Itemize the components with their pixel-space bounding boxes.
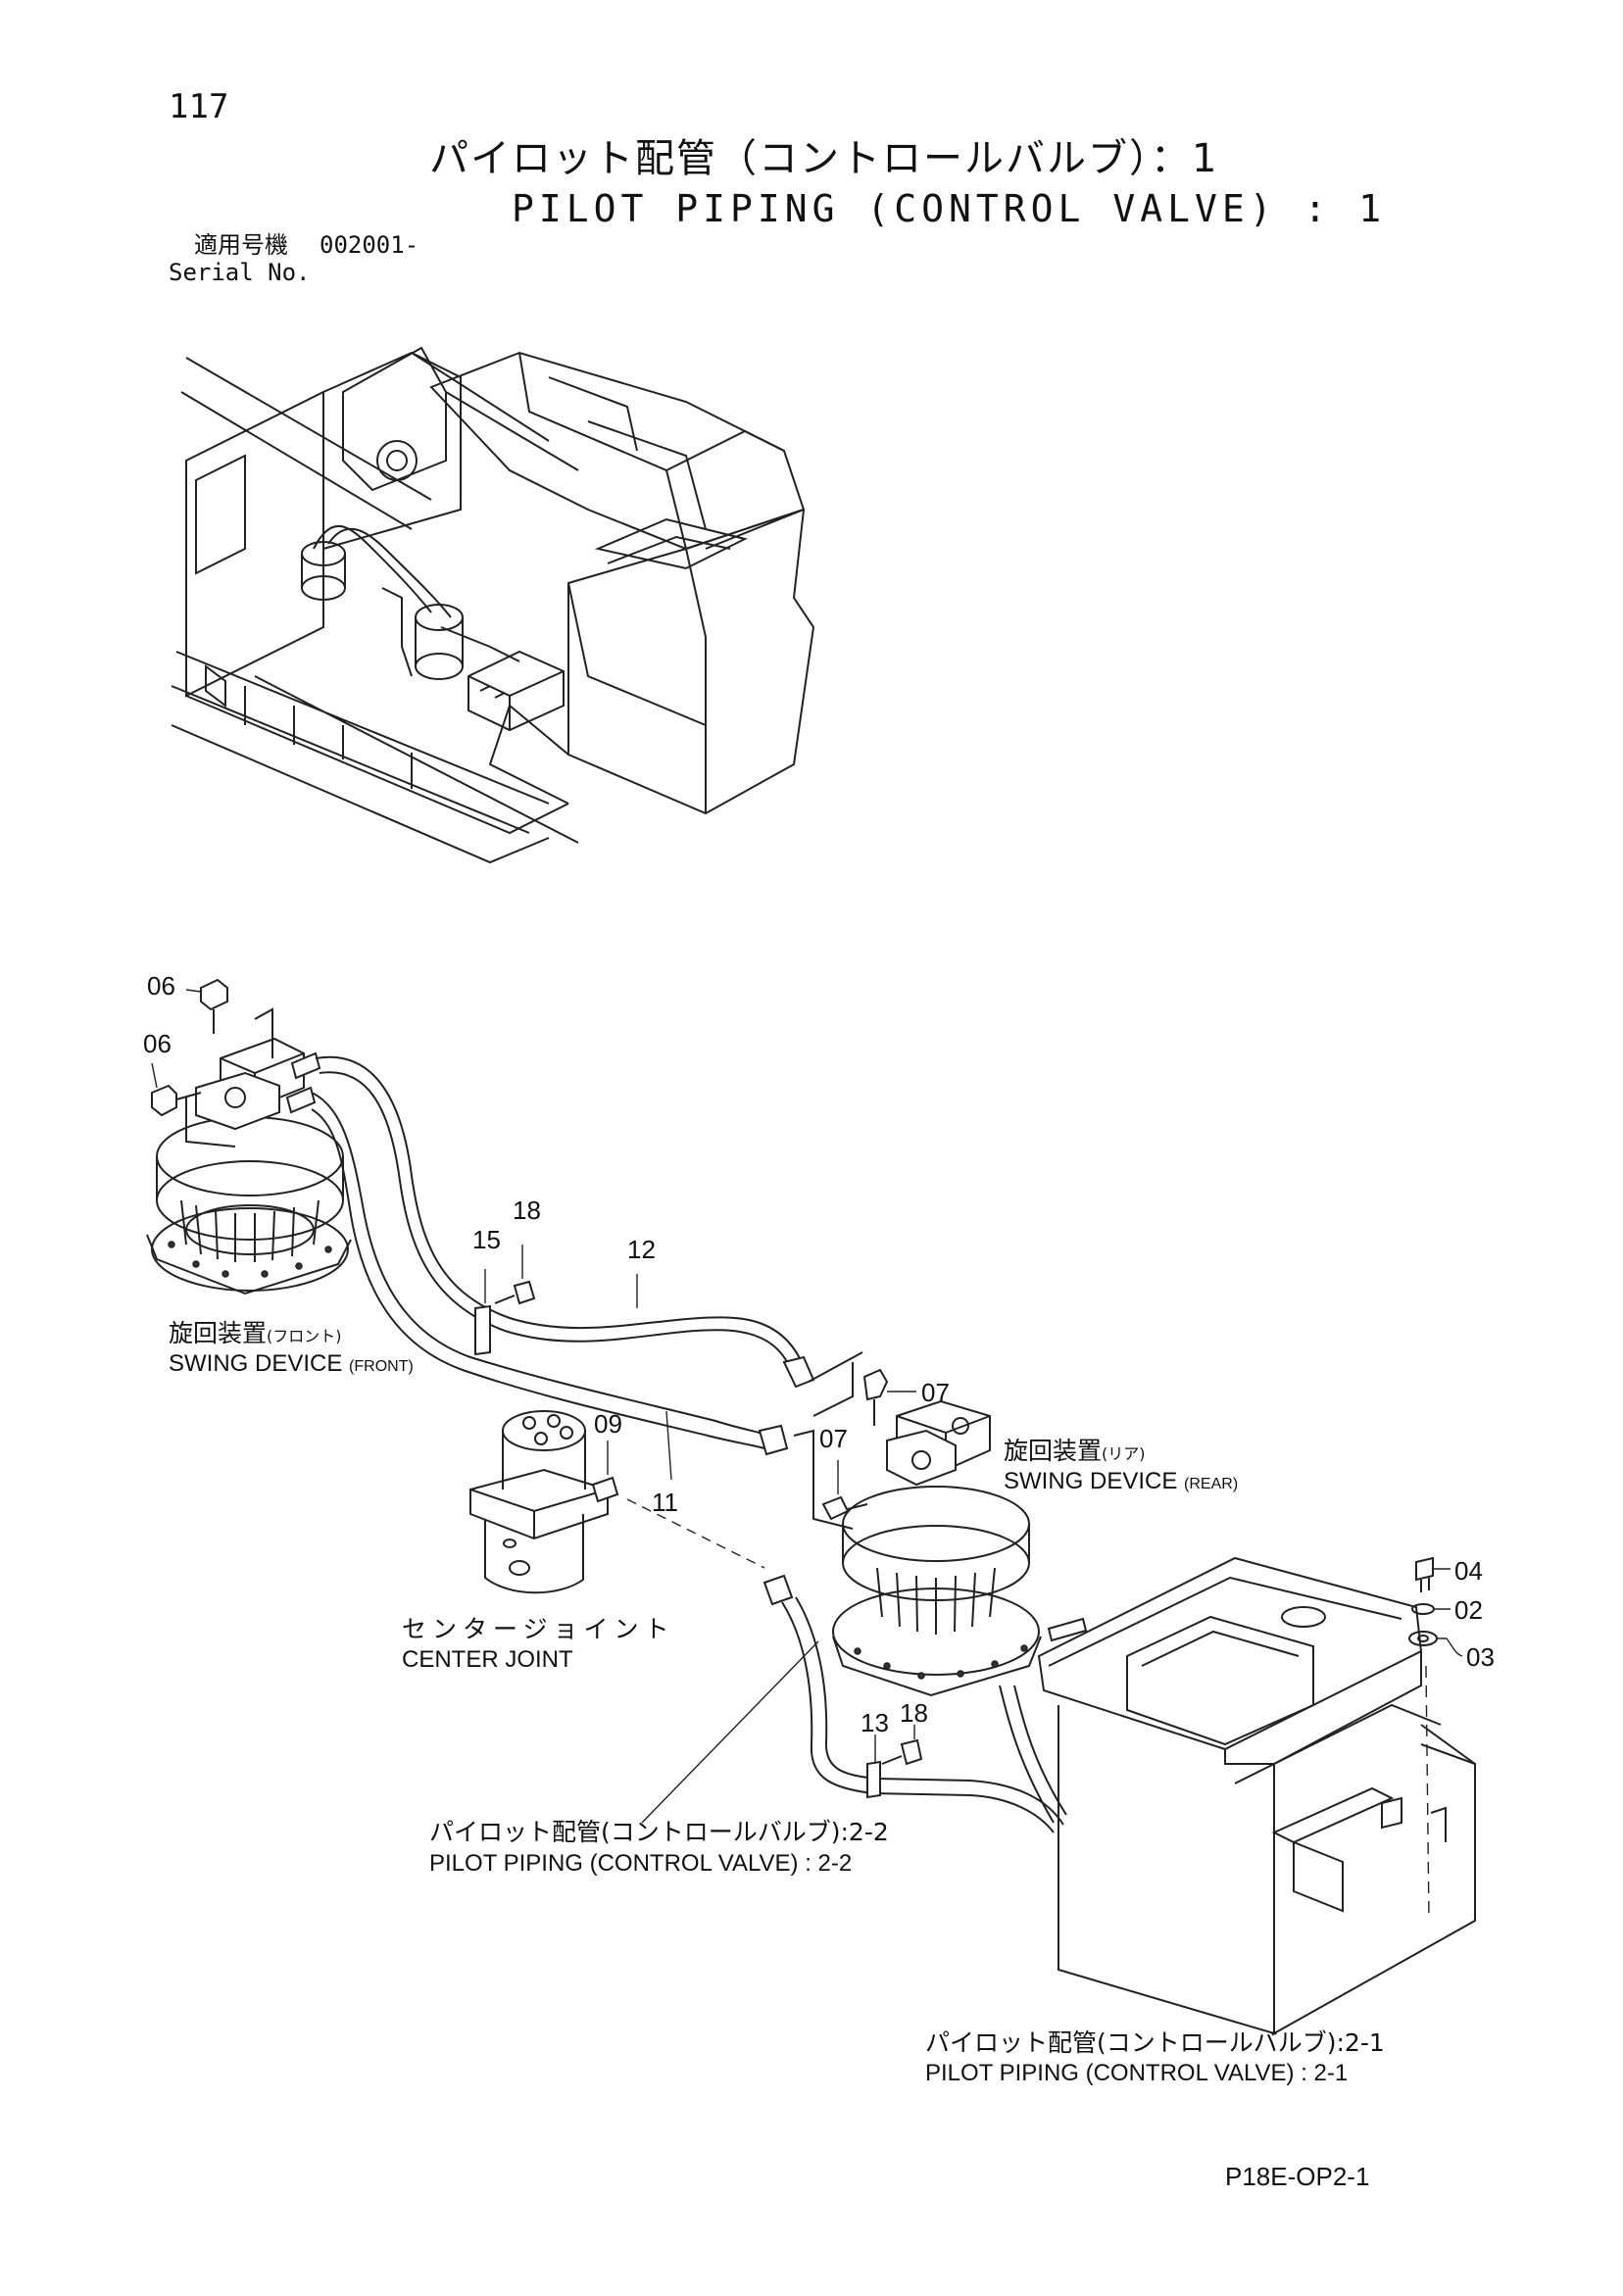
serial-label-japanese: 適用号機 bbox=[194, 231, 288, 259]
callout-07-left: 07 bbox=[819, 1424, 848, 1453]
page-title-japanese: パイロット配管（コントロールバルブ）：1 bbox=[429, 136, 1219, 181]
swing-device-rear-drawing bbox=[821, 1368, 1042, 1697]
callout-12: 12 bbox=[627, 1235, 656, 1264]
swing-device-rear-en-suffix: (REAR) bbox=[1184, 1476, 1239, 1492]
page-number: 117 bbox=[169, 87, 229, 126]
callout-leaders bbox=[151, 989, 916, 1762]
swing-device-rear-jp-text: 旋回装置 bbox=[1004, 1437, 1103, 1465]
lower-pilot-pipe bbox=[641, 1574, 1067, 1833]
callout-11: 11 bbox=[652, 1488, 678, 1517]
callout-15: 15 bbox=[472, 1225, 501, 1254]
callout-13: 13 bbox=[861, 1708, 889, 1737]
center-joint-drawing bbox=[469, 1410, 619, 1594]
pilot-hoses bbox=[311, 1055, 863, 1569]
document-code: P18E-OP2-1 bbox=[1225, 2162, 1370, 2191]
swing-device-front-jp-text: 旋回装置 bbox=[169, 1319, 268, 1347]
machine-overview-drawing bbox=[171, 346, 815, 864]
swing-device-rear-label-japanese: 旋回装置(リア) bbox=[1004, 1439, 1146, 1463]
swing-device-front-label-english: SWING DEVICE (FRONT) bbox=[169, 1352, 414, 1376]
serial-number-value: 002001- bbox=[320, 231, 419, 259]
callout-06-upper: 06 bbox=[147, 971, 175, 1001]
center-joint-label-english: CENTER JOINT bbox=[402, 1646, 573, 1673]
callout-02: 02 bbox=[1454, 1595, 1483, 1625]
callout-07-right: 07 bbox=[921, 1378, 950, 1407]
swing-device-front-en-suffix: (FRONT) bbox=[349, 1358, 414, 1375]
center-joint-label-japanese: センタージョイント bbox=[402, 1615, 675, 1643]
swing-device-front-label-japanese: 旋回装置(フロント) bbox=[169, 1321, 342, 1345]
reference-2-2-japanese: パイロット配管(コントロールバルブ):2-2 bbox=[429, 1818, 889, 1846]
callout-04: 04 bbox=[1454, 1556, 1483, 1586]
serial-label-english: Serial No. bbox=[169, 259, 311, 286]
swing-device-front-drawing bbox=[146, 978, 352, 1295]
tank-frame-drawing bbox=[1037, 1556, 1476, 2035]
callout-18-lower: 18 bbox=[900, 1698, 928, 1728]
callout-06-lower: 06 bbox=[143, 1029, 172, 1058]
callout-03: 03 bbox=[1466, 1642, 1495, 1672]
swing-device-rear-jp-suffix: (リア) bbox=[1102, 1444, 1146, 1463]
swing-device-front-jp-suffix: (フロント) bbox=[267, 1327, 342, 1345]
reference-2-1-japanese: パイロット配管(コントロールバルブ):2-1 bbox=[925, 2028, 1385, 2057]
callout-09: 09 bbox=[594, 1409, 622, 1439]
swing-device-rear-label-english: SWING DEVICE (REAR) bbox=[1004, 1470, 1238, 1493]
callout-18-upper: 18 bbox=[513, 1196, 541, 1225]
reference-2-2-english: PILOT PIPING (CONTROL VALVE) : 2-2 bbox=[429, 1850, 853, 1877]
reference-2-1-english: PILOT PIPING (CONTROL VALVE) : 2-1 bbox=[925, 2060, 1349, 2086]
swing-device-rear-en-text: SWING DEVICE bbox=[1004, 1468, 1178, 1494]
swing-device-front-en-text: SWING DEVICE bbox=[169, 1350, 343, 1377]
page-title-english: PILOT PIPING (CONTROL VALVE) : 1 bbox=[512, 187, 1387, 230]
